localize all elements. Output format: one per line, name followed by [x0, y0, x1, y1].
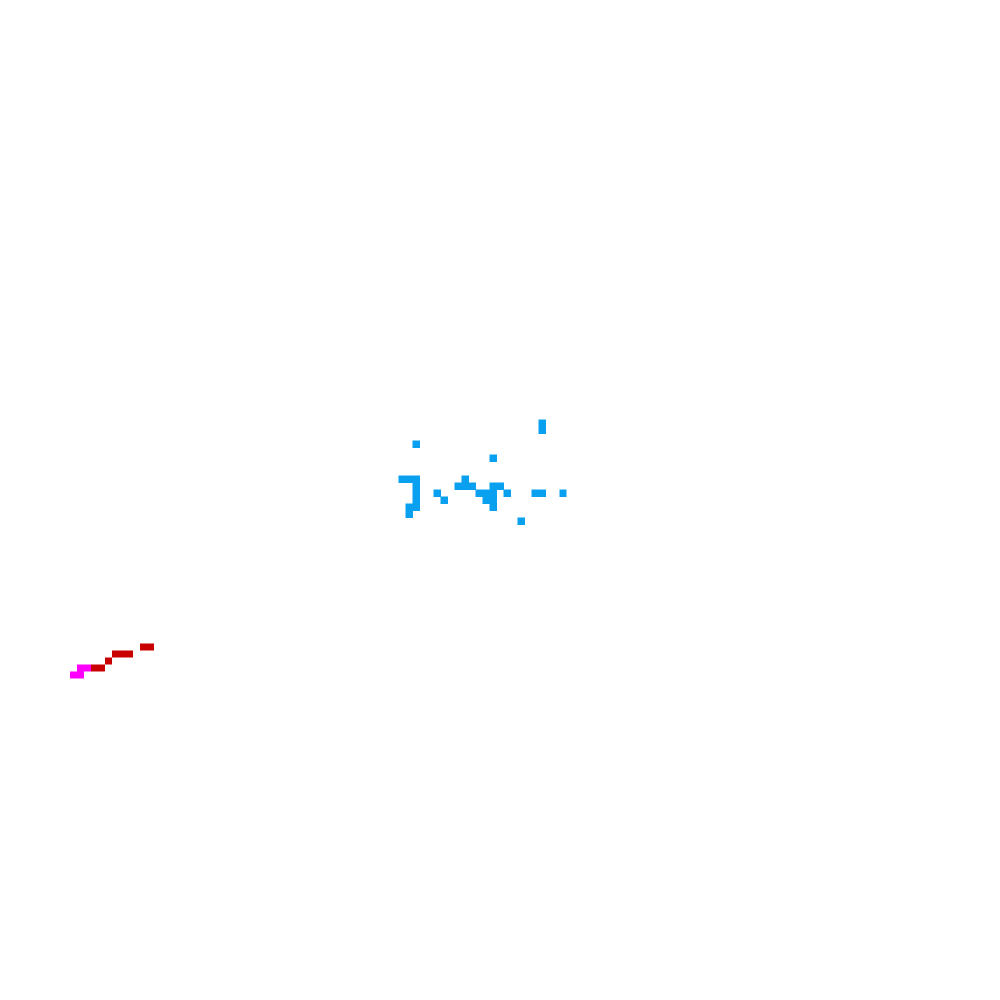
food-pellet: [412, 475, 420, 483]
food-pellet: [405, 503, 413, 511]
snake-segment: [90, 664, 99, 672]
food-pellet: [412, 503, 420, 511]
food-pellet: [461, 482, 469, 490]
food-pellet: [475, 489, 483, 497]
snake-segment: [69, 671, 78, 679]
food-pellet: [559, 489, 567, 497]
snake-segment: [111, 650, 120, 658]
snake-segment: [97, 664, 106, 672]
snake-segment: [125, 650, 134, 658]
food-pellet: [461, 475, 469, 483]
snake-segment: [118, 650, 127, 658]
food-pellet: [433, 489, 441, 497]
food-pellet: [405, 475, 413, 483]
food-pellet: [538, 419, 546, 427]
snake-segment: [139, 643, 148, 651]
food-pellet: [489, 496, 497, 504]
food-pellet: [503, 489, 511, 497]
food-pellet: [496, 482, 504, 490]
food-pellet: [405, 510, 413, 518]
snake-segment: [104, 657, 113, 665]
snake-segment: [76, 664, 85, 672]
snake-1: [90, 643, 155, 672]
food-pellet: [482, 489, 490, 497]
food-pellet: [489, 489, 497, 497]
food-pellet: [454, 482, 462, 490]
snake-segment: [83, 664, 92, 672]
food-pellet: [412, 482, 420, 490]
food-pellet: [538, 489, 546, 497]
food-pellet: [482, 496, 490, 504]
food-pellet: [398, 475, 406, 483]
food-pellet: [517, 517, 525, 525]
food-pellet: [412, 496, 420, 504]
snake-2: [69, 664, 92, 679]
food-pellet: [468, 482, 476, 490]
food-layer: [398, 419, 567, 525]
food-pellet: [538, 426, 546, 434]
food-pellet: [489, 482, 497, 490]
snake-segment: [146, 643, 155, 651]
food-pellet: [412, 489, 420, 497]
snake-layer: [69, 643, 155, 679]
snake-segment: [76, 671, 85, 679]
food-pellet: [489, 503, 497, 511]
food-pellet: [412, 440, 420, 448]
food-pellet: [489, 454, 497, 462]
food-pellet: [440, 496, 448, 504]
food-pellet: [531, 489, 539, 497]
